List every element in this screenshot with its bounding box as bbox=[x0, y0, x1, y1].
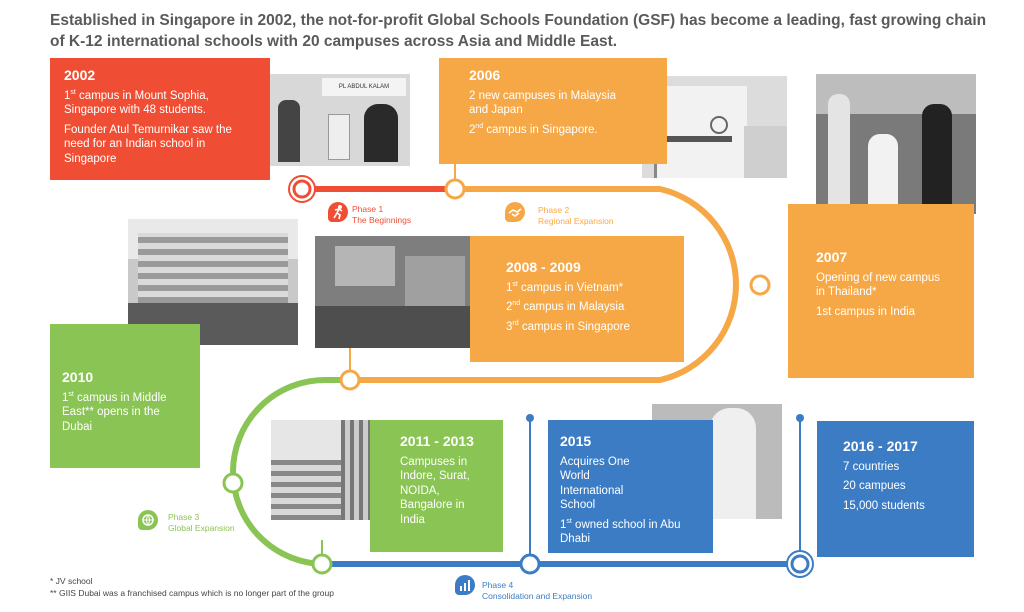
node-2010 bbox=[222, 472, 244, 494]
milestone-2015: 2015 Acquires One World International Sc… bbox=[548, 420, 713, 553]
school-sign: PL ABDUL KALAM bbox=[322, 78, 406, 96]
footnote-dubai: ** GIIS Dubai was a franchised campus wh… bbox=[50, 588, 334, 598]
intro-text: Established in Singapore in 2002, the no… bbox=[50, 12, 987, 50]
milestone-2002: 2002 1st campus in Mount Sophia, Singapo… bbox=[50, 58, 270, 180]
year-2011-2013: 2011 - 2013 bbox=[400, 433, 474, 449]
photo-2008-aerial bbox=[315, 236, 475, 348]
milestone-2007: 2007 Opening of new campus in Thailand* … bbox=[788, 204, 974, 378]
node-2011 bbox=[311, 553, 333, 575]
text-2002-2: Founder Atul Temurnikar saw the need for… bbox=[64, 123, 232, 165]
year-2007: 2007 bbox=[816, 249, 848, 265]
text-2015-1: Acquires One World International School bbox=[560, 455, 630, 512]
footnote-jv: * JV school bbox=[50, 576, 93, 586]
text-2016-1: 7 countries bbox=[843, 460, 900, 473]
text-2008-3: 3rd campus in Singapore bbox=[506, 319, 630, 333]
photo-2002-ceremony: PL ABDUL KALAM bbox=[270, 74, 410, 166]
node-2015 bbox=[519, 553, 541, 575]
text-2015-2: 1st owned school in Abu Dhabi bbox=[560, 517, 681, 545]
text-2016-2: 20 campues bbox=[843, 480, 906, 492]
text-2006-1: 2 new campuses in Malaysia and Japan bbox=[469, 89, 617, 117]
year-2016-2017: 2016 - 2017 bbox=[843, 438, 918, 454]
milestone-2010: 2010 1st campus in Middle East** opens i… bbox=[50, 324, 200, 468]
handshake-icon bbox=[505, 202, 525, 222]
year-2015: 2015 bbox=[560, 433, 592, 449]
text-2006-2: 2nd campus in Singapore. bbox=[469, 122, 598, 136]
node-2008 bbox=[339, 369, 361, 391]
milestone-2016-2017: 2016 - 2017 7 countries 20 campues 15,00… bbox=[817, 421, 974, 557]
text-2007-1: Opening of new campus in Thailand* bbox=[816, 271, 941, 299]
node-2007 bbox=[749, 274, 771, 296]
text-2008-1: 1st campus in Vietnam* bbox=[506, 280, 624, 294]
text-2008-2: 2nd campus in Malaysia bbox=[506, 300, 625, 313]
text-2011-1: Campuses in Indore, Surat, NOIDA, Bangal… bbox=[400, 455, 470, 526]
year-2008-2009: 2008 - 2009 bbox=[506, 259, 581, 275]
milestone-2006: 2006 2 new campuses in Malaysia and Japa… bbox=[439, 58, 667, 164]
node-2006 bbox=[444, 178, 466, 200]
text-2016-3: 15,000 students bbox=[843, 499, 925, 512]
year-2010: 2010 bbox=[62, 369, 94, 385]
year-2006: 2006 bbox=[469, 67, 501, 83]
phase2-line bbox=[350, 186, 740, 383]
milestone-2011-2013: 2011 - 2013 Campuses in Indore, Surat, N… bbox=[370, 420, 503, 552]
text-2010-1: 1st campus in Middle East** opens in the… bbox=[62, 390, 167, 433]
text-2002-1: 1st campus in Mount Sophia, Singapore wi… bbox=[64, 88, 209, 116]
growth-chart-icon bbox=[455, 575, 475, 595]
phase3-line bbox=[230, 377, 350, 567]
milestone-2008-2009: 2008 - 2009 1st campus in Vietnam* 2nd c… bbox=[470, 236, 684, 362]
runner-icon bbox=[328, 202, 348, 222]
year-2002: 2002 bbox=[64, 67, 96, 83]
globe-icon bbox=[138, 510, 158, 530]
text-2007-2: 1st campus in India bbox=[816, 305, 916, 318]
photo-2007-students bbox=[816, 74, 976, 214]
photo-2011-building bbox=[271, 420, 381, 520]
